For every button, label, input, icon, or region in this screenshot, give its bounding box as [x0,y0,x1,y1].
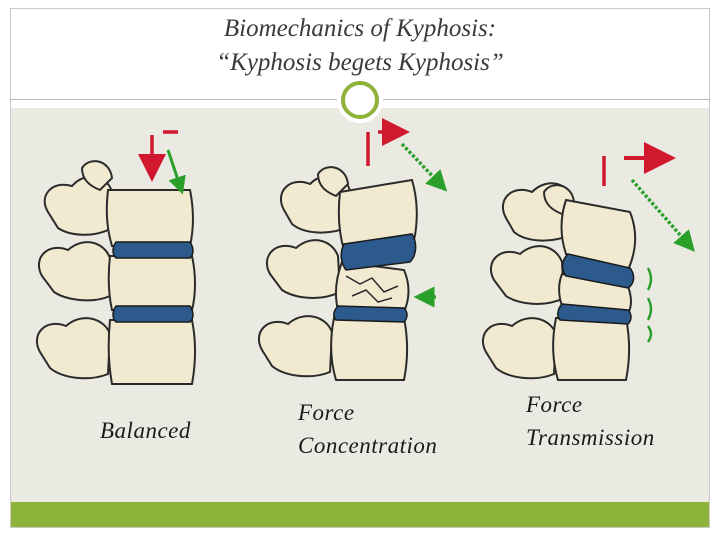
label-balanced-text: Balanced [100,418,191,443]
title-line-2: “Kyphosis begets Kyphosis” [216,49,504,76]
footer-accent-bar [11,502,709,527]
intervertebral-disc-icon [112,305,194,323]
vertebra-icon [552,317,630,381]
label-force-concentration: Force Concentration [298,396,437,462]
spine-balanced [35,130,196,385]
vertebra-icon [316,166,350,198]
vertebra-icon [489,245,566,305]
vertebra-icon [330,317,408,381]
force-arrow-icon [400,142,448,192]
vertebra-icon [105,189,194,247]
fracture-icon [345,275,399,303]
intervertebral-disc-icon [557,303,632,325]
intervertebral-disc-icon [333,305,408,323]
force-arrow-icon [646,267,653,343]
vertebra-icon [107,319,196,385]
label-line-1: Force [298,400,355,425]
slide-frame [10,8,710,528]
title-line-1: Biomechanics of Kyphosis: [223,15,497,42]
vertebra-icon [265,239,342,299]
vertebra-icon [481,317,558,380]
label-line-2: Concentration [298,433,438,458]
ring-ornament-icon [341,81,379,119]
label-balanced: Balanced [100,414,191,447]
vertebra-icon [80,160,114,192]
slide-title: Biomechanics of Kyphosis: “Kyphosis bege… [10,8,710,100]
vertebra-icon [107,255,196,311]
force-arrow-icon [166,149,186,195]
intervertebral-disc-icon [112,241,194,259]
label-line-2: Transmission [526,425,655,450]
vertebra-icon [35,317,112,380]
intervertebral-disc-icon [561,253,635,289]
spine-force-transmission [481,142,695,381]
vertebra-icon [257,315,334,378]
intervertebral-disc-icon [340,233,417,271]
spine-force-concentration [257,118,448,381]
force-arrow-icon [630,178,695,252]
vertebra-icon [37,241,111,302]
label-force-transmission: Force Transmission [526,388,655,454]
label-line-1: Force [526,392,583,417]
